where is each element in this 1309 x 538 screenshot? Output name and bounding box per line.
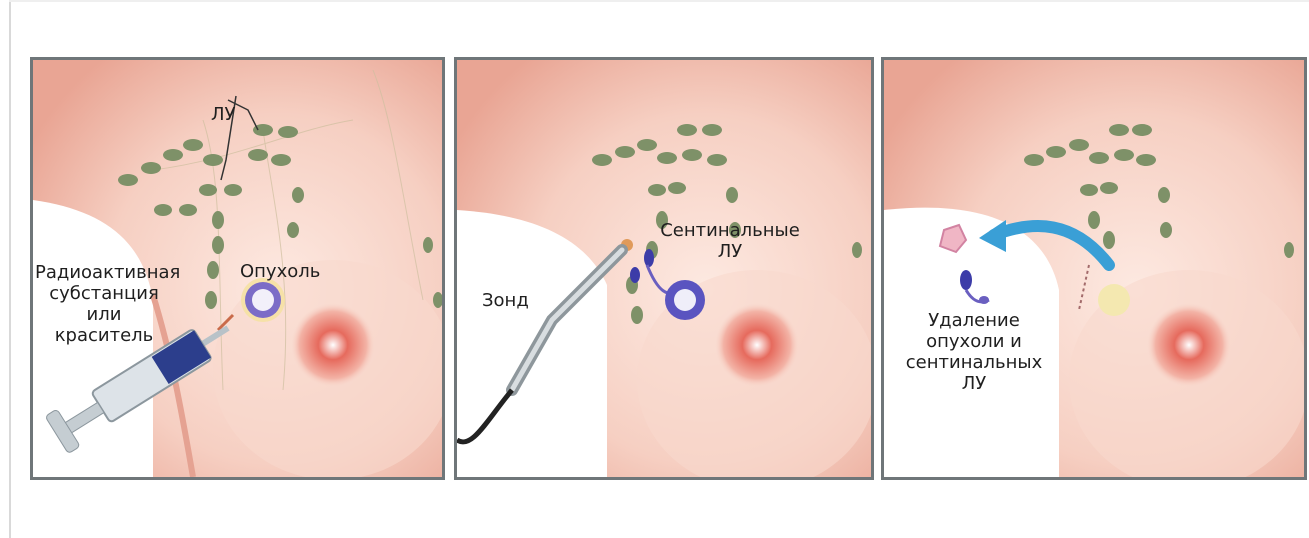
substance-label-line: субстанция (35, 283, 173, 304)
probe-illustration (457, 60, 871, 477)
substance-label-line: Радиоактивная (35, 262, 173, 283)
tumor-icon (665, 280, 705, 320)
nipple-icon (291, 303, 375, 387)
panel-probe: Сентинальные ЛУ Зонд (454, 57, 874, 480)
tumor-icon (241, 278, 285, 322)
frame-top-border (9, 0, 1309, 2)
removal-label-line: Удаление (904, 310, 1044, 331)
panel-injection: ЛУ Опухоль Радиоактивная субстанция или … (30, 57, 445, 480)
tumor-label: Опухоль (240, 261, 320, 282)
sentinel-label: Сентинальные ЛУ (655, 220, 805, 262)
excised-site-icon (1098, 284, 1130, 316)
probe-label: Зонд (482, 290, 529, 311)
removal-label: Удаление опухоли и сентинальных ЛУ (904, 310, 1044, 394)
panel-removal: Удаление опухоли и сентинальных ЛУ (881, 57, 1307, 480)
removal-illustration (884, 60, 1304, 477)
removal-label-line: опухоли и (904, 331, 1044, 352)
removal-label-line: ЛУ (904, 373, 1044, 394)
nipple-icon (715, 303, 799, 387)
substance-label-line: или (35, 304, 173, 325)
sentinel-label-line: Сентинальные (655, 220, 805, 241)
removal-label-line: сентинальных (904, 352, 1044, 373)
nipple-icon (1147, 303, 1231, 387)
lymph-nodes-label: ЛУ (211, 104, 236, 125)
substance-label-line: краситель (35, 325, 173, 346)
substance-label: Радиоактивная субстанция или краситель (35, 262, 173, 346)
sentinel-label-line: ЛУ (655, 241, 805, 262)
frame-left-border (9, 0, 11, 538)
